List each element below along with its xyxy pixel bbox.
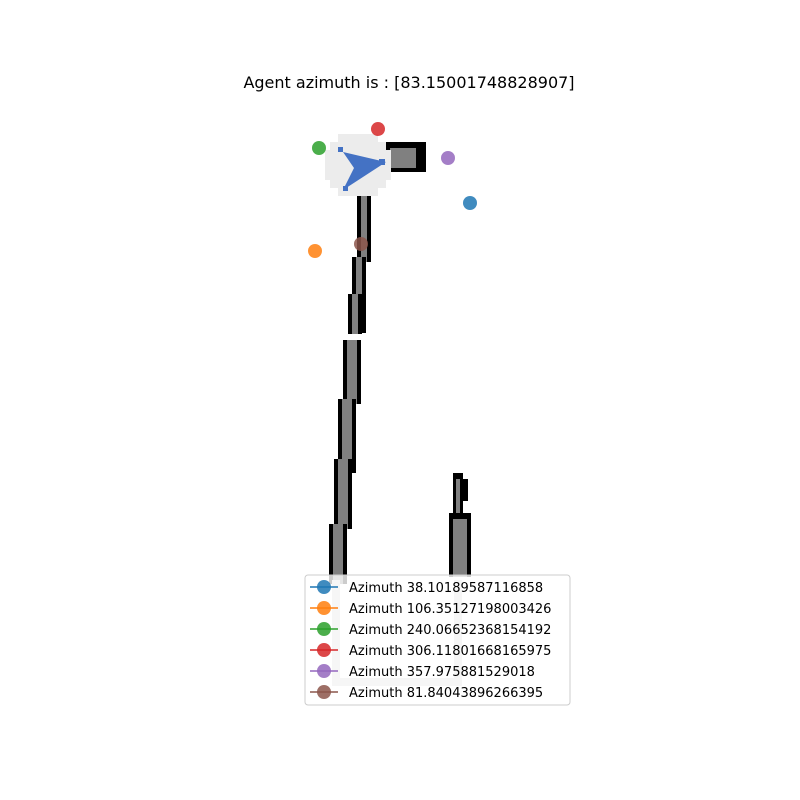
legend-label: Azimuth 240.06652368154192 <box>349 623 551 638</box>
legend-entry-5: Azimuth 357.975881529018 <box>310 664 535 680</box>
azimuth-markers <box>308 122 477 258</box>
azimuth-point-5 <box>441 151 455 165</box>
azimuth-point-1 <box>463 196 477 210</box>
legend-marker <box>317 601 331 615</box>
legend-label: Azimuth 106.35127198003426 <box>349 602 551 617</box>
azimuth-point-3 <box>312 141 326 155</box>
legend-entry-2: Azimuth 106.35127198003426 <box>310 601 551 617</box>
left-corridor <box>329 196 371 584</box>
legend-box <box>304 574 571 706</box>
chart-title: Agent azimuth is : [83.15001748828907] <box>243 73 574 92</box>
legend-marker <box>317 622 331 636</box>
legend-entry-6: Azimuth 81.84043896266395 <box>310 685 543 701</box>
map-layer <box>325 134 471 686</box>
right-corridor <box>449 473 471 577</box>
top-branch <box>386 142 426 172</box>
legend-marker <box>317 664 331 678</box>
azimuth-point-6 <box>354 237 368 251</box>
legend-label: Azimuth 357.975881529018 <box>349 665 535 680</box>
legend-label: Azimuth 306.11801668165975 <box>349 644 551 659</box>
legend-label: Azimuth 38.10189587116858 <box>349 581 543 596</box>
legend-label: Azimuth 81.84043896266395 <box>349 686 543 701</box>
agent-arrow-icon <box>338 147 386 191</box>
legend-entry-3: Azimuth 240.06652368154192 <box>310 622 551 638</box>
legend-marker <box>317 580 331 594</box>
azimuth-point-2 <box>308 244 322 258</box>
azimuth-point-4 <box>371 122 385 136</box>
legend-marker <box>317 643 331 657</box>
legend-entry-4: Azimuth 306.11801668165975 <box>310 643 551 659</box>
legend-marker <box>317 685 331 699</box>
legend-entry-1: Azimuth 38.10189587116858 <box>310 580 543 596</box>
